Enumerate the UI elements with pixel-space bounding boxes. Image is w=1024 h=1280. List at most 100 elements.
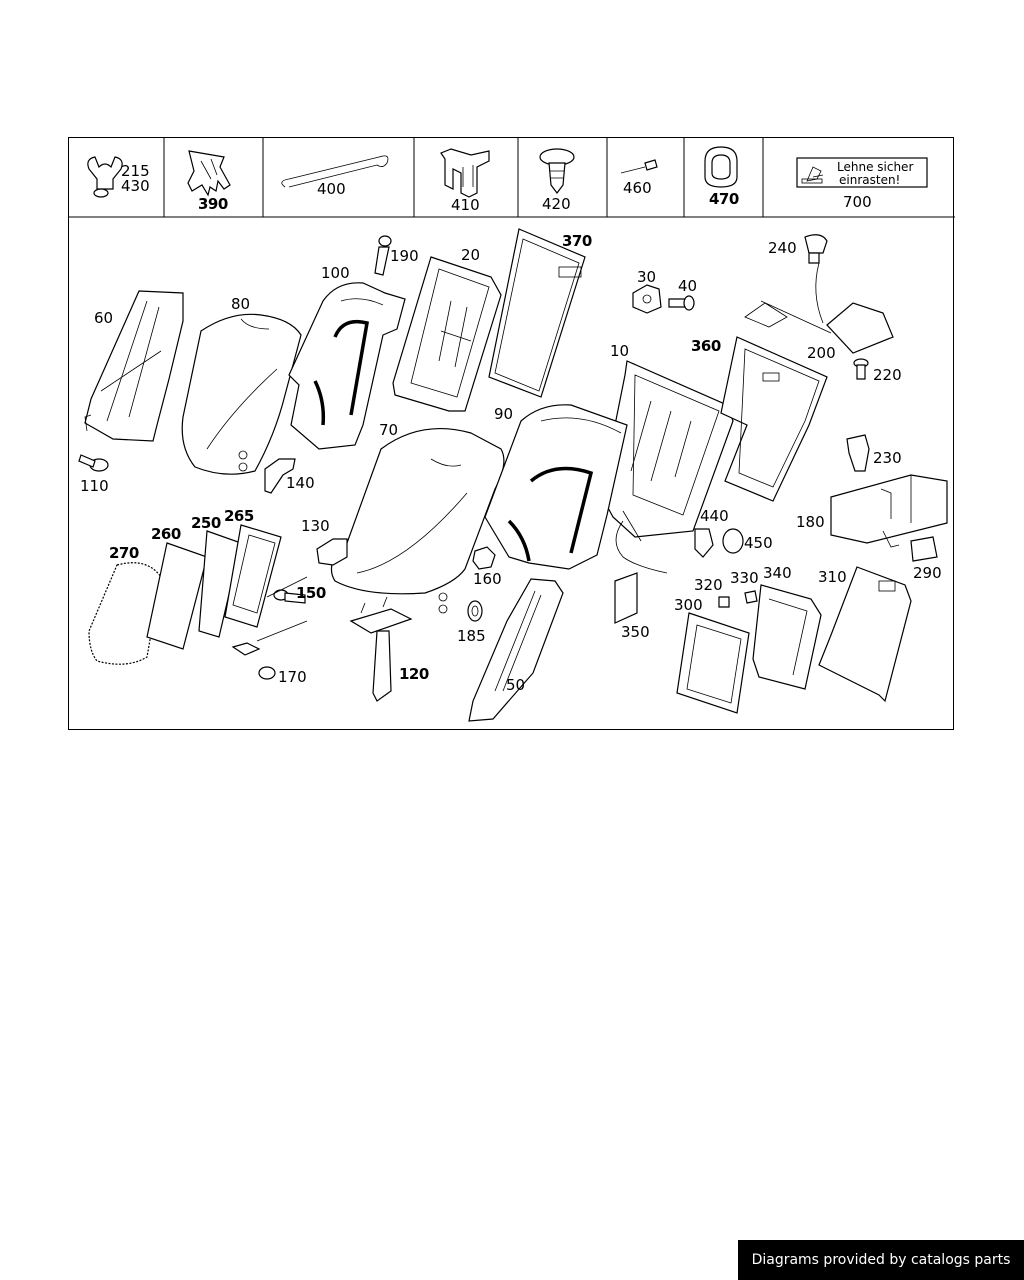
callout-240: 240 xyxy=(768,239,797,257)
callout-260: 260 xyxy=(151,525,181,543)
part-160-nut xyxy=(472,546,496,570)
part-200-bracket-assembly xyxy=(744,262,894,354)
part-150-bolt xyxy=(273,589,306,604)
callout-120: 120 xyxy=(399,665,429,683)
callout-180: 180 xyxy=(796,513,825,531)
legend-label-6: 460 xyxy=(623,179,652,197)
callout-185: 185 xyxy=(457,627,486,645)
legend-label-1b: 430 xyxy=(121,177,150,195)
push-rivet-icon xyxy=(539,148,575,194)
part-40-bolt xyxy=(668,295,695,311)
part-130-bracket xyxy=(316,538,348,566)
callout-290: 290 xyxy=(913,564,942,582)
part-20-back-frame xyxy=(392,256,502,412)
part-250-foam xyxy=(198,530,242,638)
warning-sticker: Lehne sicher einrasten! xyxy=(796,157,928,188)
callout-440: 440 xyxy=(700,507,729,525)
part-50-trim-strip xyxy=(468,578,564,722)
callout-190: 190 xyxy=(390,247,419,265)
callout-300: 300 xyxy=(674,596,703,614)
grommet-icon xyxy=(704,146,738,188)
clip-icon xyxy=(87,156,123,198)
part-90-back-shell xyxy=(484,404,628,570)
part-265-frame xyxy=(224,524,282,628)
callout-320: 320 xyxy=(694,576,723,594)
spring-clip-icon xyxy=(187,150,231,197)
part-330-clip xyxy=(744,590,758,604)
credit-banner: Diagrams provided by catalogs parts xyxy=(738,1240,1024,1280)
callout-labels: 10 20 30 40 50 60 70 80 90 100 110 120 1… xyxy=(80,232,942,694)
callout-110: 110 xyxy=(80,477,109,495)
part-70-seat-cushion xyxy=(330,427,505,614)
callout-50: 50 xyxy=(506,676,525,694)
part-370-cover-sheet xyxy=(488,228,586,398)
diagram-canvas: 215 430 390 400 410 xyxy=(69,138,955,722)
part-230-clip xyxy=(846,434,870,472)
callout-360: 360 xyxy=(691,337,721,355)
callout-130: 130 xyxy=(301,517,330,535)
callout-170: 170 xyxy=(278,668,307,686)
retainer-clip-icon xyxy=(440,148,490,198)
part-80-cushion xyxy=(181,313,302,475)
callout-140: 140 xyxy=(286,474,315,492)
part-290-hinge xyxy=(910,536,938,562)
legend-label-5: 420 xyxy=(542,195,571,213)
callout-230: 230 xyxy=(873,449,902,467)
callout-60: 60 xyxy=(94,309,113,327)
legend-label-4: 410 xyxy=(451,196,480,214)
callout-80: 80 xyxy=(231,295,250,313)
callout-220: 220 xyxy=(873,366,902,384)
callout-90: 90 xyxy=(494,405,513,423)
callout-450: 450 xyxy=(744,534,773,552)
part-140-bracket xyxy=(264,458,296,494)
part-170-screw xyxy=(231,642,276,680)
sticker-line-1: Lehne sicher xyxy=(837,160,913,174)
part-350-sensor xyxy=(614,520,668,624)
legend-label-3: 400 xyxy=(317,180,346,198)
callout-250: 250 xyxy=(191,514,221,532)
parts-diagram: 215 430 390 400 410 xyxy=(68,137,955,730)
pin-icon xyxy=(620,159,658,174)
part-120-mechanism xyxy=(349,596,413,702)
part-320-clip xyxy=(718,596,730,608)
part-240-clip xyxy=(804,234,828,264)
part-300-trim-frame xyxy=(676,612,750,714)
legend-label-7: 470 xyxy=(709,190,739,208)
callout-265: 265 xyxy=(224,507,254,525)
callout-270: 270 xyxy=(109,544,139,562)
part-30-latch xyxy=(632,284,662,314)
callout-10: 10 xyxy=(610,342,629,360)
callout-370: 370 xyxy=(562,232,592,250)
part-450-cap xyxy=(722,528,744,554)
legend-label-2: 390 xyxy=(198,195,228,213)
callout-160: 160 xyxy=(473,570,502,588)
callout-340: 340 xyxy=(763,564,792,582)
callout-200: 200 xyxy=(807,344,836,362)
callout-30: 30 xyxy=(637,268,656,286)
callout-310: 310 xyxy=(818,568,847,586)
callout-330: 330 xyxy=(730,569,759,587)
wire-spring-icon xyxy=(281,155,389,188)
callout-20: 20 xyxy=(461,246,480,264)
part-110-screw xyxy=(78,454,109,472)
part-190-bolt xyxy=(374,235,392,276)
part-220-screw xyxy=(853,358,869,380)
callout-70: 70 xyxy=(379,421,398,439)
legend-label-1a: 215 xyxy=(121,162,150,180)
callout-100: 100 xyxy=(321,264,350,282)
part-440-clip xyxy=(694,528,714,558)
sticker-line-2: einrasten! xyxy=(839,173,900,187)
part-260-foam xyxy=(146,542,208,650)
legend-label-8: 700 xyxy=(843,193,872,211)
part-100-back-shell xyxy=(288,282,406,450)
part-60-side-panel xyxy=(84,290,184,442)
callout-350: 350 xyxy=(621,623,650,641)
callout-150: 150 xyxy=(296,584,326,602)
seat-warning-icon xyxy=(801,166,824,184)
part-180-armrest xyxy=(830,474,948,548)
legend-row: 215 430 390 400 410 xyxy=(69,138,955,218)
part-310-back-panel xyxy=(818,566,912,703)
part-270-pad xyxy=(88,562,162,665)
exploded-parts xyxy=(78,228,948,722)
callout-40: 40 xyxy=(678,277,697,295)
